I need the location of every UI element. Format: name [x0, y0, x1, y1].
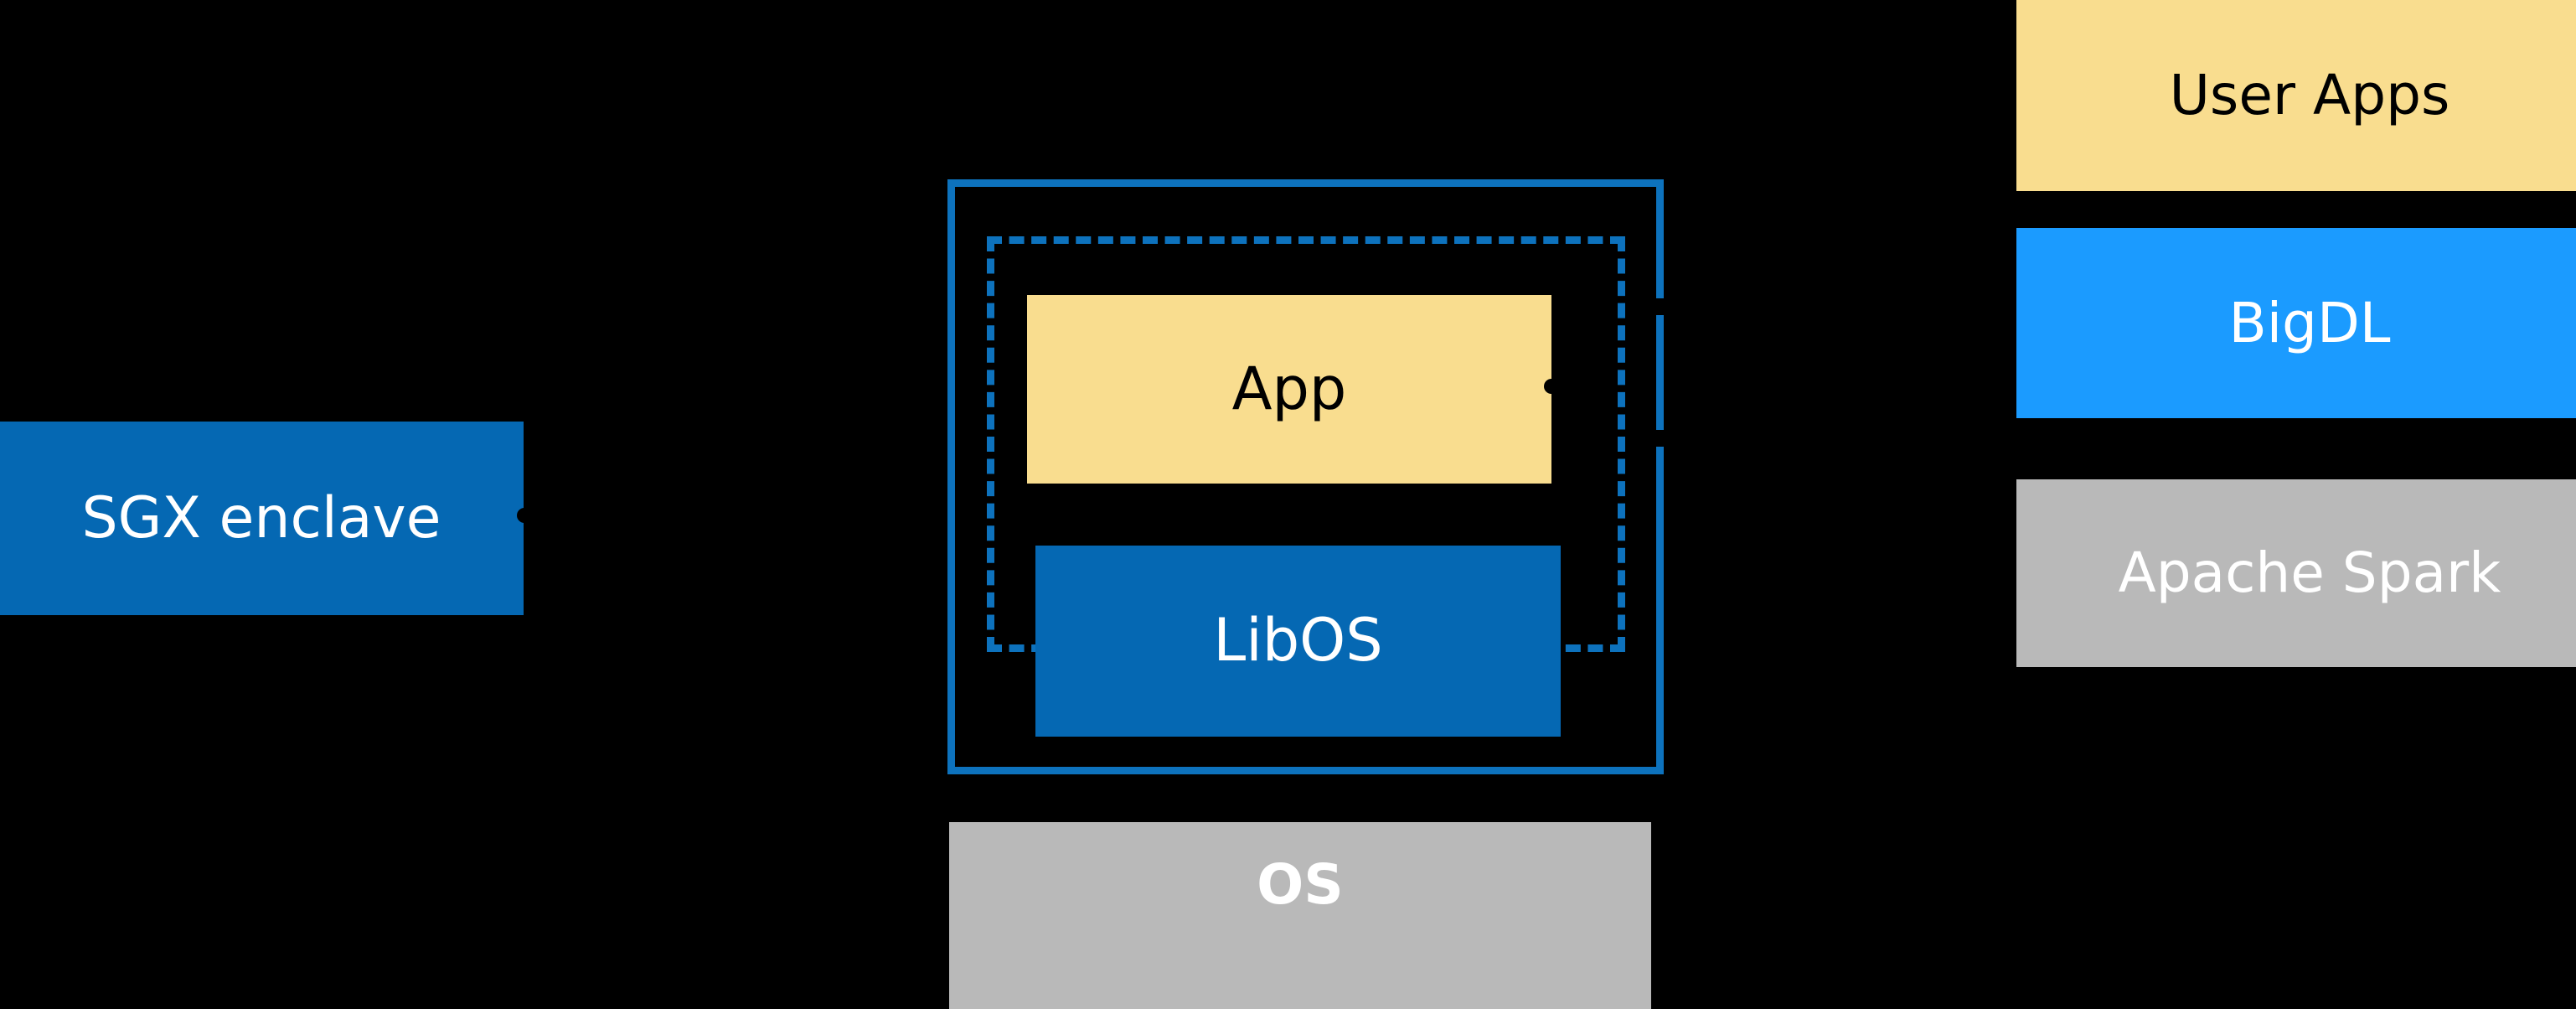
user-apps-label: User Apps [2169, 62, 2450, 127]
libos-label: LibOS [1213, 606, 1383, 675]
app-label: App [1231, 354, 1347, 423]
enclave-outer-solid-border [947, 179, 1664, 774]
os-label: OS [1257, 852, 1344, 917]
apache-spark-label: Apache Spark [2118, 541, 2501, 606]
apache-spark-box: Apache Spark [2016, 479, 2576, 667]
app-box: App [1027, 295, 1551, 484]
app-connector-dot-icon [1544, 379, 1559, 394]
sgx-enclave-connector-dot-icon [517, 508, 532, 523]
user-apps-box: User Apps [2016, 0, 2576, 191]
bigdl-box: BigDL [2016, 228, 2576, 418]
os-box: OS [949, 822, 1651, 1009]
sgx-enclave-label-box: SGX enclave [0, 422, 524, 615]
bigdl-label: BigDL [2228, 290, 2391, 355]
libos-box: LibOS [1035, 546, 1561, 737]
sgx-enclave-label: SGX enclave [81, 484, 441, 551]
